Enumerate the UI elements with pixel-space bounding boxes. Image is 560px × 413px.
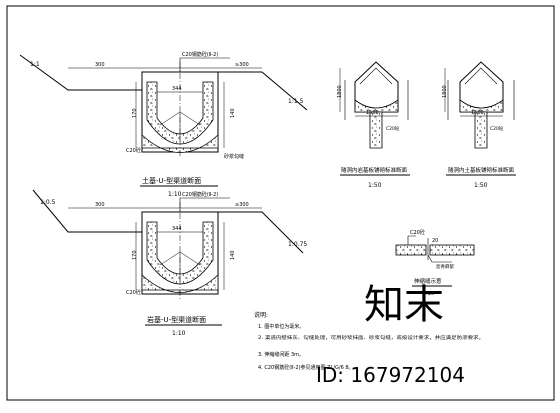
notes-block: 说明: 1. 图中单位为毫米。 2. 渠道内壁抹灰、勾缝处理，可用砂浆抹面、砂浆…: [254, 311, 484, 371]
tunnel-left-dim-w: 1500: [366, 110, 379, 116]
section-a-ground-left: [19, 54, 142, 91]
section-a-base-layer: [141, 134, 219, 153]
section-a-title: 土基-U-型渠道断面: [142, 176, 201, 185]
section-a: 1:1 1:1.5 300 ≥300 344 170 140 C20钢筋砼(Ⅱ-…: [19, 51, 308, 198]
tunnel-left-inner-arch: [359, 67, 393, 85]
section-a-radius-lines: [159, 111, 201, 140]
notes-heading: 说明:: [254, 311, 268, 319]
section-a-leader: [179, 57, 230, 72]
watermark-logo: 知末: [364, 282, 444, 328]
joint-label-a: C20砼: [410, 229, 425, 236]
section-b-base-label: C20砼: [126, 289, 141, 296]
section-b-ground-right: [218, 211, 304, 254]
joint-slab-left: [395, 244, 427, 256]
notes-item-1: 1. 图中单位为毫米。: [258, 323, 304, 330]
tunnel-right-dim-w: 1500: [471, 110, 484, 116]
tunnel-right-note: C20砼: [490, 125, 504, 132]
joint-title: 伸缩缝示意: [414, 277, 442, 285]
tunnel-detail-left: 1800 1500 C20砼 隧洞内岩基板铺砌标准断面 1:50: [337, 61, 410, 189]
section-a-dim-mid: 344: [172, 86, 182, 92]
tunnel-left-dim-h: 1800: [337, 85, 343, 98]
section-b-scale: 1:10: [172, 330, 186, 337]
joint-scale: 1:10: [422, 291, 435, 297]
notes-item-3: 3. 伸缩缝间距 3m。: [258, 351, 304, 358]
section-a-slope-right: 1:1.5: [288, 98, 304, 105]
section-b-dim-depth: 170: [132, 250, 138, 260]
section-a-scale: 1:10: [168, 191, 182, 198]
tunnel-right-dim-h: 1800: [442, 85, 448, 98]
joint-slab-right: [429, 244, 475, 256]
section-b-dim-mid: 344: [172, 226, 182, 232]
section-a-slope-left: 1:1: [30, 61, 40, 68]
tunnel-left-title: 隧洞内岩基板铺砌标准断面: [341, 166, 408, 174]
section-b-dim-left: 300: [95, 202, 105, 208]
section-b-base-layer: [141, 274, 219, 293]
drawing-frame: [6, 5, 555, 401]
tunnel-right-footing: [474, 111, 488, 149]
joint-label-b: 20: [432, 238, 438, 244]
section-b-u-shell: [146, 221, 214, 285]
section-b-dim-h: 140: [230, 250, 236, 260]
section-b-dim-right: ≥300: [235, 202, 249, 208]
section-a-ground-right: [218, 71, 308, 111]
section-a-dim-left: 300: [95, 62, 105, 68]
section-a-dim-right: ≥300: [235, 62, 249, 68]
tunnel-left-footing: [369, 111, 383, 149]
section-b-slope-right: 1:0.75: [288, 241, 307, 248]
section-b: 1:0.5 1:0.75 300 ≥300 344 170 140 C20钢筋砼…: [32, 189, 307, 337]
joint-label-c: 沥青麻絮: [436, 263, 454, 270]
joint-leader-a: [407, 235, 416, 245]
section-b-radius-lines: [159, 251, 201, 280]
section-a-base-label: C20砼: [126, 147, 141, 154]
section-a-cover-note: C20钢筋砼(Ⅱ-2): [182, 51, 218, 58]
section-b-cover-note: C20钢筋砼(Ⅱ-2): [182, 191, 218, 198]
section-b-title: 岩基-U-型渠道断面: [147, 315, 206, 324]
section-b-slope-left: 1:0.5: [40, 199, 56, 206]
tunnel-left-floor: [354, 99, 399, 113]
tunnel-detail-right: 1800 1500 C20砼 隧洞内土基板铺砌标准断面 1:50: [442, 61, 516, 189]
notes-item-4: 4. C20钢筋砼(Ⅱ-2)参见通用图 ZL/G/6 8。: [258, 364, 354, 371]
tunnel-left-scale: 1:50: [368, 182, 382, 189]
tunnel-right-scale: 1:50: [474, 182, 488, 189]
section-b-leader: [179, 197, 230, 212]
section-a-side-label: 砂浆勾缝: [224, 153, 244, 160]
tunnel-right-inner-arch: [464, 67, 498, 85]
tunnel-right-title: 隧洞内土基板铺砌标准断面: [448, 166, 515, 174]
section-a-dim-h: 140: [230, 108, 236, 118]
joint-detail: C20砼 20 沥青麻絮 伸缩缝示意 1:10: [395, 229, 475, 297]
tunnel-left-note: C20砼: [386, 125, 400, 132]
notes-item-2: 2. 渠道内壁抹灰、勾缝处理，可用砂浆抹面、砂浆勾缝，或按设计要求，并应满足防渗…: [258, 334, 484, 341]
joint-leader-c: [427, 254, 452, 263]
section-b-ground-left: [32, 189, 142, 233]
watermark-id: ID: 167972104: [316, 363, 465, 387]
tunnel-right-floor: [459, 99, 504, 113]
section-a-u-shell: [146, 81, 214, 145]
watermark: 知末 ID: 167972104: [316, 282, 465, 387]
section-a-dim-depth: 170: [132, 108, 138, 118]
